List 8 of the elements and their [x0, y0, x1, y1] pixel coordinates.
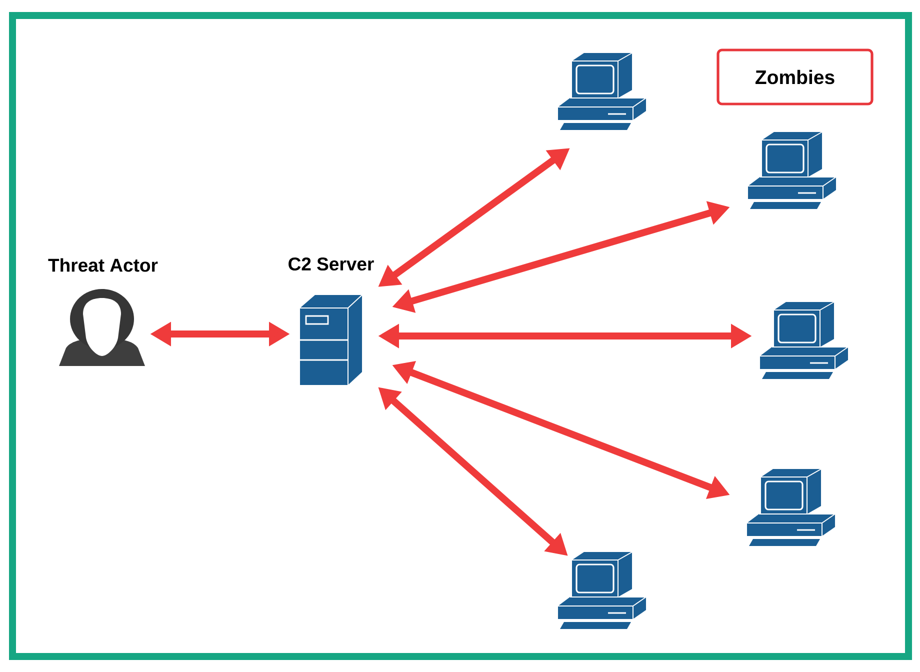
- computer-icon: [558, 552, 646, 629]
- computer-icon: [746, 468, 836, 546]
- label-box: Zombies: [716, 48, 874, 106]
- node-label: Threat Actor: [48, 258, 158, 272]
- computer-icon: [748, 132, 836, 209]
- computer-icon: [760, 302, 849, 379]
- computer-icon: [558, 52, 646, 130]
- node-label: C2 Server: [288, 257, 374, 271]
